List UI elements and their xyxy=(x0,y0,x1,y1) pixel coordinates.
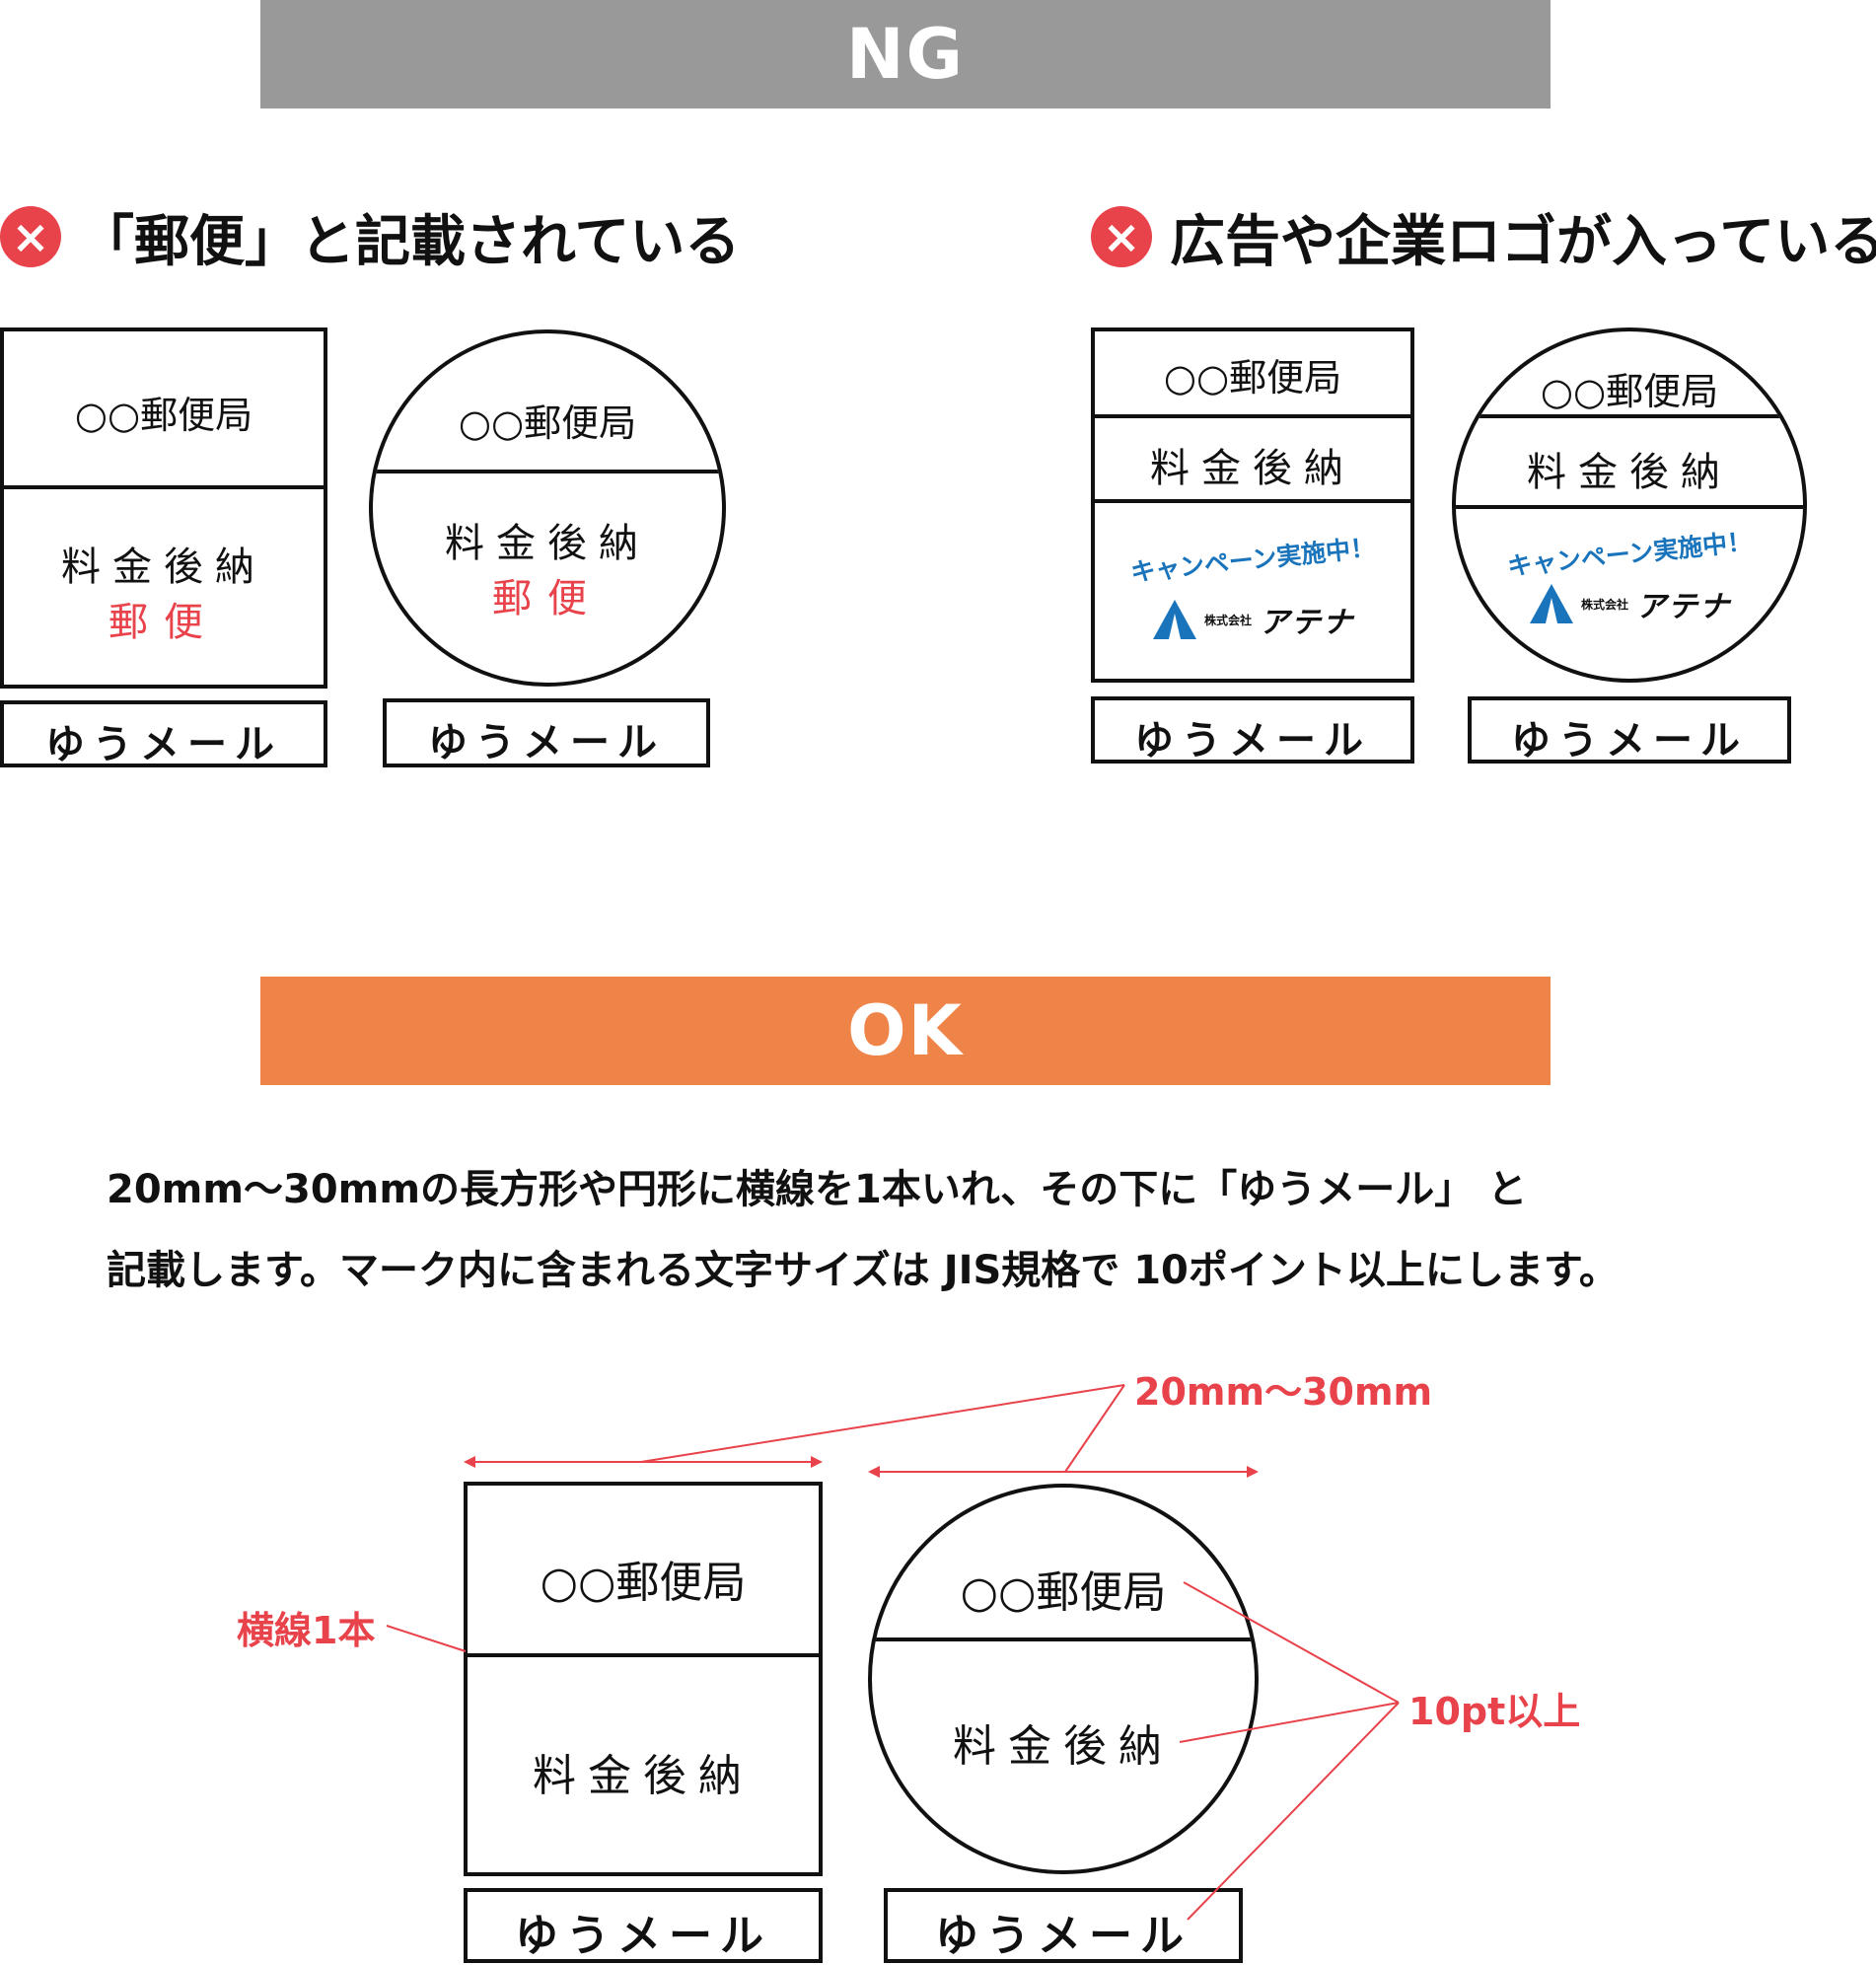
company-logo: 株式会社 アテナ xyxy=(1095,598,1410,641)
ng-banner-label: NG xyxy=(845,14,966,95)
fee-postpaid-text: 料金後納 xyxy=(445,521,650,566)
fee-postpaid-text: 料金後納 xyxy=(1527,450,1732,495)
ok-rect-yu-mail-label: ゆうメール xyxy=(464,1888,823,1963)
post-office-name: ○○郵便局 xyxy=(960,1567,1167,1618)
ng-circle-mark-ads: ○○郵便局 料金後納 キャンペーン実施中！ 株式会社 アテナ xyxy=(1452,328,1807,683)
ng-rect-mark-postal: ○○郵便局 料金後納 郵便 xyxy=(0,328,327,689)
fee-postpaid-text: 料金後納 xyxy=(61,545,266,590)
ok-description-line1: 20mm〜30mmの長方形や円形に横線を1本いれ、その下に「ゆうメール」 と xyxy=(107,1167,1528,1212)
ng-circle-mark-postal: ○○郵便局 料金後納 郵便 xyxy=(369,329,726,687)
fee-postpaid-text: 料金後納 xyxy=(1150,446,1355,491)
font-leader-fee xyxy=(1179,1702,1400,1743)
line-leader xyxy=(386,1625,467,1652)
mark-divider-line xyxy=(872,1638,1255,1641)
x-circle-icon: × xyxy=(1091,206,1152,267)
fee-postpaid-text: 料金後納 xyxy=(953,1721,1174,1772)
yu-mail-text: ゆうメール xyxy=(515,1911,771,1961)
fee-postpaid-text: 料金後納 xyxy=(533,1751,754,1801)
post-office-name: ○○郵便局 xyxy=(458,401,637,445)
postal-word-red: 郵便 xyxy=(492,576,603,621)
ok-banner-label: OK xyxy=(847,990,964,1071)
yu-mail-text: ゆうメール xyxy=(1511,718,1748,764)
size-leader-rect xyxy=(640,1384,1125,1463)
x-circle-icon: × xyxy=(0,206,61,267)
company-prefix: 株式会社 xyxy=(1203,613,1252,627)
ok-description: 20mm〜30mmの長方形や円形に横線を1本いれ、その下に「ゆうメール」 と 記… xyxy=(107,1149,1783,1311)
font-leader-yu xyxy=(1187,1702,1400,1921)
post-office-name: ○○郵便局 xyxy=(74,394,253,437)
size-annotation: 20mm〜30mm xyxy=(1134,1370,1433,1414)
postal-word-red: 郵便 xyxy=(108,600,219,645)
mark-divider-line xyxy=(1095,414,1410,418)
mark-divider-line xyxy=(1456,505,1803,509)
company-name: アテナ xyxy=(1260,606,1354,640)
ng-heading-left-text: 「郵便」と記載されている xyxy=(79,209,741,274)
size-leader-circle xyxy=(1064,1384,1125,1473)
company-logo: 株式会社 アテナ xyxy=(1456,582,1803,625)
company-prefix: 株式会社 xyxy=(1580,597,1628,612)
ng-heading-postal-word: × 「郵便」と記載されている xyxy=(0,197,740,276)
post-office-name: ○○郵便局 xyxy=(540,1558,747,1608)
post-office-name: ○○郵便局 xyxy=(1163,356,1342,400)
font-size-annotation: 10pt以上 xyxy=(1408,1690,1581,1733)
company-name: アテナ xyxy=(1636,590,1731,624)
mark-divider-line xyxy=(468,1653,819,1657)
ok-banner: OK xyxy=(260,977,1551,1085)
font-leader-office xyxy=(1183,1581,1400,1704)
mark-divider-line xyxy=(1456,414,1803,418)
ng-banner: NG xyxy=(260,0,1551,109)
line-annotation: 横線1本 xyxy=(237,1609,376,1652)
yu-mail-text: ゆうメール xyxy=(428,720,665,765)
ng-heading-right-text: 広告や企業ロゴが入っている xyxy=(1170,209,1876,274)
atena-triangle-logo-icon xyxy=(1529,584,1573,623)
ok-circle-yu-mail-label: ゆうメール xyxy=(884,1888,1243,1963)
ng-circle-yu-mail-label: ゆうメール xyxy=(383,698,710,767)
yu-mail-text: ゆうメール xyxy=(1134,718,1371,764)
atena-triangle-logo-icon xyxy=(1152,600,1196,639)
post-office-name: ○○郵便局 xyxy=(1540,370,1719,413)
ng-circle-ads-yu-mail-label: ゆうメール xyxy=(1468,696,1791,764)
ok-circle-mark: ○○郵便局 料金後納 xyxy=(868,1484,1259,1874)
mark-divider-line xyxy=(4,485,324,489)
ok-rect-mark: ○○郵便局 料金後納 xyxy=(464,1482,823,1876)
ok-description-line2: 記載します。マーク内に含まれる文字サイズは JIS規格で 10ポイント以上にしま… xyxy=(107,1248,1619,1293)
yu-mail-text: ゆうメール xyxy=(45,722,282,767)
ng-rect-mark-ads: ○○郵便局 料金後納 キャンペーン実施中！ 株式会社 アテナ xyxy=(1091,328,1414,683)
ng-rect-ads-yu-mail-label: ゆうメール xyxy=(1091,696,1414,764)
ng-rect-yu-mail-label: ゆうメール xyxy=(0,700,327,767)
ng-heading-ads-logo: × 広告や企業ロゴが入っている xyxy=(1091,197,1876,276)
mark-divider-line xyxy=(1095,499,1410,503)
yu-mail-text: ゆうメール xyxy=(935,1911,1191,1961)
mark-divider-line xyxy=(373,470,722,473)
